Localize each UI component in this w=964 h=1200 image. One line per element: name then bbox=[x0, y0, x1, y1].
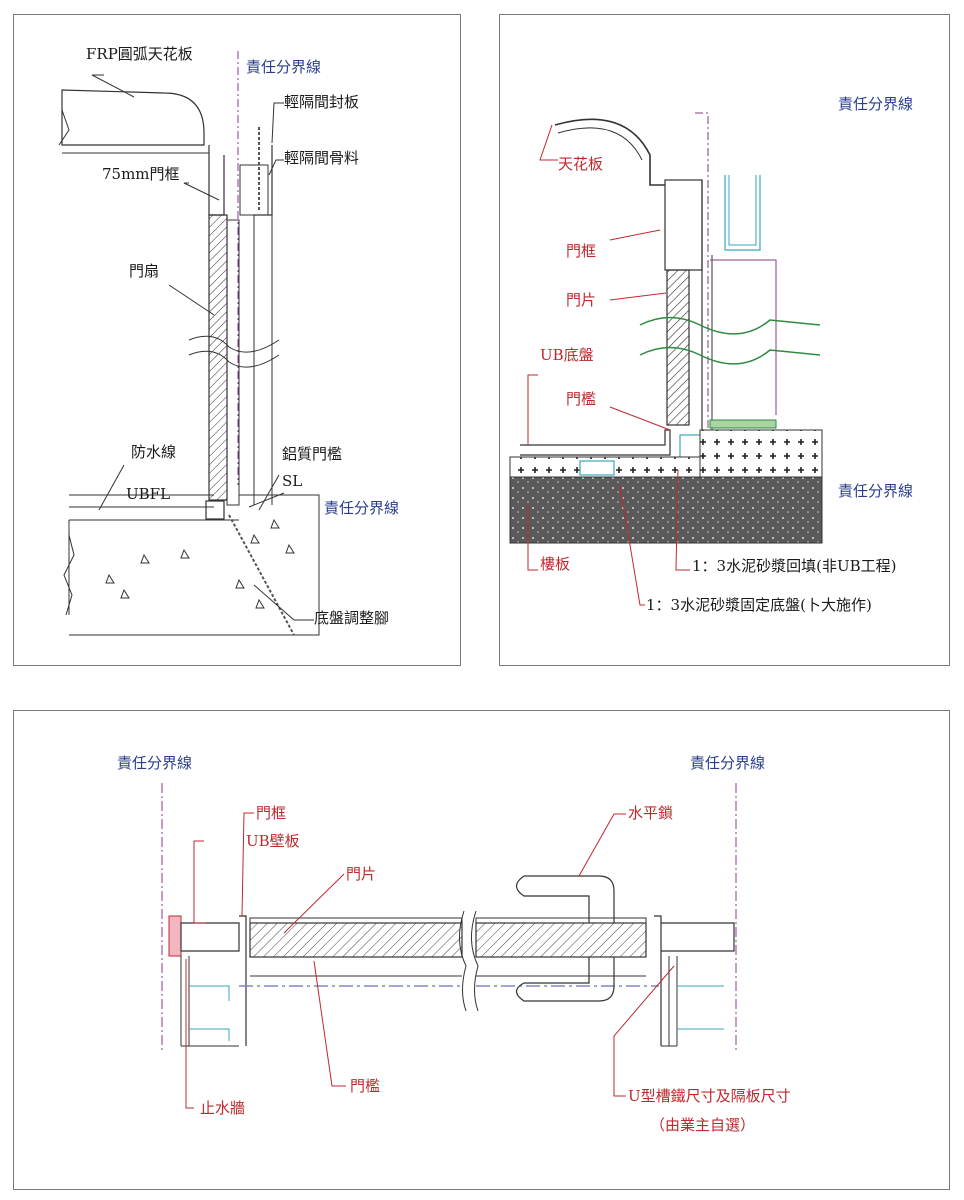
boundary-line bbox=[695, 112, 820, 471]
plan-detail-panel: 責任分界線 責任分界線 門框 UB壁板 門片 水平鎖 門檻 止水牆 U型槽鐵尺寸… bbox=[13, 710, 950, 1190]
door-frame-label: 門框 bbox=[256, 804, 287, 822]
door-frame-75-label: 75mm門框 bbox=[102, 165, 180, 183]
aluminum-threshold-label: 鋁質門檻 bbox=[282, 445, 343, 463]
frp-ceiling-label: FRP圓弧天花板 bbox=[86, 45, 193, 63]
responsibility-line-2-label: 責任分界線 bbox=[324, 499, 400, 517]
mortar-backfill-label: 1：3水泥砂漿回填(非UB工程) bbox=[692, 557, 897, 575]
frp-ceiling-shape bbox=[61, 89, 205, 146]
door-frame-shape bbox=[664, 179, 703, 271]
ceiling-shape bbox=[554, 118, 665, 186]
door-panel-label: 門片 bbox=[566, 291, 597, 309]
ub-wall-panel-label: UB壁板 bbox=[246, 832, 300, 850]
door-leaf-label: 門扇 bbox=[129, 262, 160, 280]
lock-handle-bottom bbox=[515, 957, 599, 1002]
owner-select-label: （由業主自選） bbox=[650, 1116, 756, 1134]
ubfl-label: UBFL bbox=[126, 485, 171, 503]
waterproof-line-label: 防水線 bbox=[131, 443, 177, 461]
responsibility-line-label: 責任分界線 bbox=[838, 95, 914, 113]
floor-slab-shape bbox=[509, 476, 823, 544]
light-partition-frame-label: 輕隔間骨料 bbox=[284, 149, 360, 167]
light-partition-cover-label: 輕隔間封板 bbox=[284, 93, 360, 111]
mortar-fix-label: 1：3水泥砂漿固定底盤(卜大施作) bbox=[646, 596, 872, 614]
door-frame-label: 門框 bbox=[566, 242, 597, 260]
ceiling-label: 天花板 bbox=[558, 155, 604, 173]
responsibility-line-2-label: 責任分界線 bbox=[838, 482, 914, 500]
responsibility-line-right-label: 責任分界線 bbox=[690, 754, 766, 772]
door-panel-label: 門片 bbox=[346, 865, 377, 883]
lock-handle-top bbox=[515, 875, 599, 923]
water-stop-wall-label: 止水牆 bbox=[200, 1099, 246, 1117]
responsibility-line-left-label: 責任分界線 bbox=[117, 754, 193, 772]
door-panel-shape bbox=[249, 922, 463, 958]
floor-slab-label: 樓板 bbox=[540, 555, 571, 573]
section-drawing-2 bbox=[509, 112, 823, 606]
ub-base-label: UB底盤 bbox=[540, 346, 594, 364]
horizontal-lock-label: 水平鎖 bbox=[628, 804, 674, 822]
base-adjust-foot-label: 底盤調整腳 bbox=[314, 609, 390, 627]
threshold-label: 門檻 bbox=[566, 390, 597, 408]
section-drawing bbox=[58, 51, 320, 636]
responsibility-line-label: 責任分界線 bbox=[246, 58, 322, 76]
sl-label: SL bbox=[282, 472, 303, 490]
u-channel-note-label: U型槽鐵尺寸及隔板尺寸 bbox=[628, 1087, 791, 1105]
section-detail-panel: FRP圓弧天花板 責任分界線 輕隔間封板 輕隔間骨料 75mm門框 門扇 防水線… bbox=[13, 14, 461, 666]
section-detail-panel-2: 責任分界線 天花板 門框 門片 UB底盤 門檻 責任分界線 樓板 1：3水泥砂漿… bbox=[499, 14, 950, 666]
threshold-label: 門檻 bbox=[350, 1077, 381, 1095]
plan-drawing bbox=[161, 783, 737, 1109]
